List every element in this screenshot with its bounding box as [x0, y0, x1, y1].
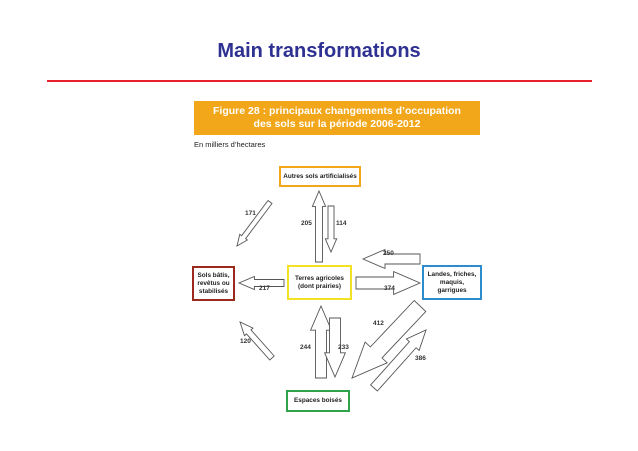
flow-value: 120	[240, 338, 251, 345]
node-landes-friches: Landes, friches, maquis, garrigues	[422, 265, 482, 300]
node-label: (dont prairies)	[298, 282, 341, 290]
flow-value: 386	[415, 355, 426, 362]
slide-title: Main transformations	[217, 40, 421, 62]
figure-title-banner: Figure 28 : principaux changements d’occ…	[194, 101, 480, 135]
flow-value: 250	[383, 250, 394, 257]
flow-arrow	[369, 329, 427, 392]
figure-title-line2: des sols sur la période 2006-2012	[253, 118, 421, 130]
flow-value: 217	[259, 285, 270, 292]
flow-arrow	[309, 304, 333, 379]
node-label: garrigues	[437, 286, 467, 294]
node-label: Landes, friches,	[427, 270, 477, 278]
node-label: Espaces boisés	[294, 397, 342, 404]
flow-arrow	[361, 248, 421, 270]
flow-value: 205	[301, 220, 312, 227]
flow-arrow	[239, 321, 275, 361]
flow-arrow	[324, 205, 338, 254]
flow-value: 171	[245, 210, 256, 217]
flow-value: 412	[373, 320, 384, 327]
node-label: Autres sols artificialisés	[283, 172, 357, 180]
node-autres-sols-artificialises: Autres sols artificialisés	[279, 166, 361, 187]
node-sols-batis: Sols bâtis, revêtus ou stabilisés	[192, 266, 235, 301]
flow-arrow	[311, 189, 327, 263]
node-label: Sols bâtis,	[197, 271, 230, 279]
flow-value: 374	[384, 285, 395, 292]
node-label: stabilisés	[198, 287, 229, 295]
flow-arrow	[323, 317, 347, 379]
flow-arrow	[236, 199, 273, 247]
node-terres-agricoles: Terres agricoles (dont prairies)	[287, 265, 352, 300]
node-espaces-boises: Espaces boisés	[286, 390, 350, 412]
flow-value: 233	[338, 344, 349, 351]
title-divider	[47, 80, 592, 82]
units-label: En milliers d’hectares	[194, 140, 266, 149]
flow-value: 114	[336, 220, 347, 227]
flow-value: 244	[300, 344, 311, 351]
node-label: maquis,	[439, 278, 465, 286]
flow-arrow	[237, 275, 285, 291]
flow-arrow	[351, 299, 427, 379]
node-label: revêtus ou	[197, 279, 230, 287]
node-label: Terres agricoles	[295, 274, 344, 282]
figure-title-line1: Figure 28 : principaux changements d’occ…	[213, 105, 461, 117]
flow-arrow	[355, 270, 422, 296]
